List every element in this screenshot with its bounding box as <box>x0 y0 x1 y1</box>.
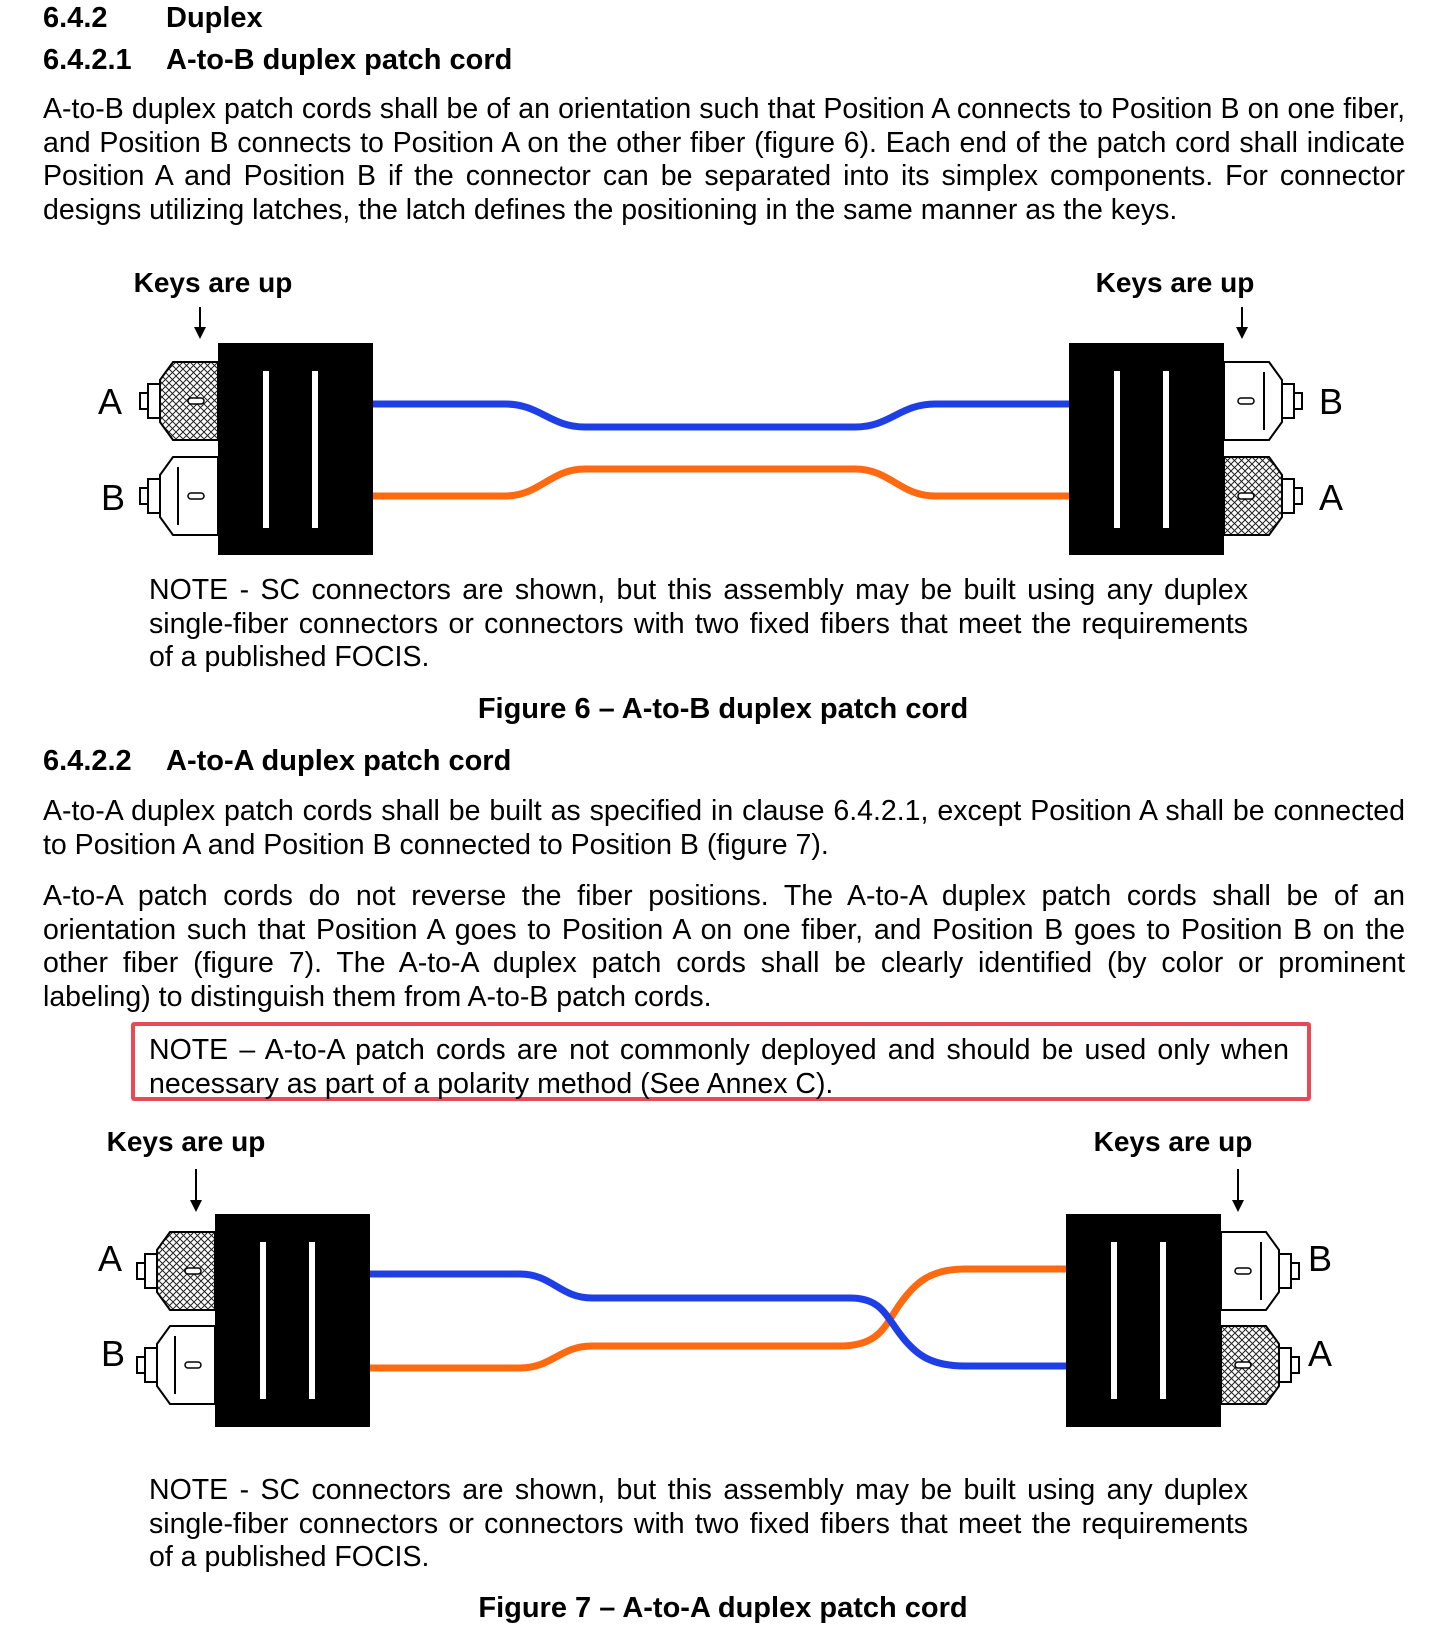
down-arrow-icon <box>194 307 206 339</box>
figure-6-diagram: Keys are up Keys are up A B B A <box>98 267 1343 555</box>
section-number: 6.4.2 <box>43 2 108 34</box>
left-connector-a-plug <box>136 1231 216 1311</box>
keys-up-label-right: Keys are up <box>1094 1126 1253 1157</box>
right-duplex-housing <box>1066 1214 1221 1427</box>
right-connector-b-plug <box>1220 1231 1300 1311</box>
right-position-label-a: A <box>1308 1333 1332 1374</box>
right-position-label-b: B <box>1319 381 1343 422</box>
left-connector-b-plug <box>136 1325 216 1405</box>
figure-7-caption: Figure 7 – A-to-A duplex patch cord <box>478 1592 968 1624</box>
section-title: Duplex <box>166 2 263 34</box>
paragraph-a-to-b: A-to-B duplex patch cords shall be of an… <box>43 93 1405 226</box>
right-connector-a-plug <box>1223 456 1303 536</box>
section-heading: 6.4.2 Duplex <box>43 1 263 35</box>
fiber-orange <box>370 1265 1066 1372</box>
subsection-heading-2: 6.4.2.2 A-to-A duplex patch cord <box>43 744 511 778</box>
left-connector-b-plug <box>139 456 219 536</box>
right-duplex-housing <box>1069 343 1224 555</box>
highlighted-note: NOTE – A-to-A patch cords are not common… <box>149 1034 1289 1100</box>
highlighted-note-box: NOTE – A-to-A patch cords are not common… <box>131 1022 1311 1101</box>
figure-6-note: NOTE - SC connectors are shown, but this… <box>149 574 1248 674</box>
down-arrow-icon <box>1236 307 1248 339</box>
keys-up-label-left: Keys are up <box>134 267 293 298</box>
left-connector-a-plug <box>139 361 219 441</box>
keys-up-label-right: Keys are up <box>1096 267 1255 298</box>
fiber-orange <box>373 465 1069 500</box>
paragraph-a-to-a-2: A-to-A patch cords do not reverse the fi… <box>43 880 1405 1013</box>
subsection-number: 6.4.2.2 <box>43 745 132 777</box>
figure-6-caption: Figure 6 – A-to-B duplex patch cord <box>477 693 969 725</box>
fiber-blue <box>373 400 1069 431</box>
right-connector-b-plug <box>1223 361 1303 441</box>
down-arrow-icon <box>190 1169 202 1212</box>
subsection-title: A-to-B duplex patch cord <box>166 44 513 76</box>
left-position-label-a: A <box>98 381 122 422</box>
right-position-label-a: A <box>1319 477 1343 518</box>
subsection-number: 6.4.2.1 <box>43 44 132 76</box>
paragraph-a-to-a-1: A-to-A duplex patch cords shall be built… <box>43 795 1405 861</box>
left-position-label-a: A <box>98 1238 122 1279</box>
left-duplex-housing <box>215 1214 370 1427</box>
keys-up-label-left: Keys are up <box>107 1126 266 1157</box>
right-position-label-b: B <box>1308 1238 1332 1279</box>
left-position-label-b: B <box>101 477 125 518</box>
figure-7-diagram: Keys are up Keys are up A B B A <box>98 1126 1332 1427</box>
figure-7-note: NOTE - SC connectors are shown, but this… <box>149 1474 1248 1574</box>
right-connector-a-plug <box>1220 1325 1300 1405</box>
down-arrow-icon <box>1232 1169 1244 1212</box>
subsection-title: A-to-A duplex patch cord <box>166 745 512 777</box>
fiber-blue <box>370 1270 1066 1370</box>
left-duplex-housing <box>218 343 373 555</box>
subsection-heading-1: 6.4.2.1 A-to-B duplex patch cord <box>43 43 512 77</box>
left-position-label-b: B <box>101 1333 125 1374</box>
